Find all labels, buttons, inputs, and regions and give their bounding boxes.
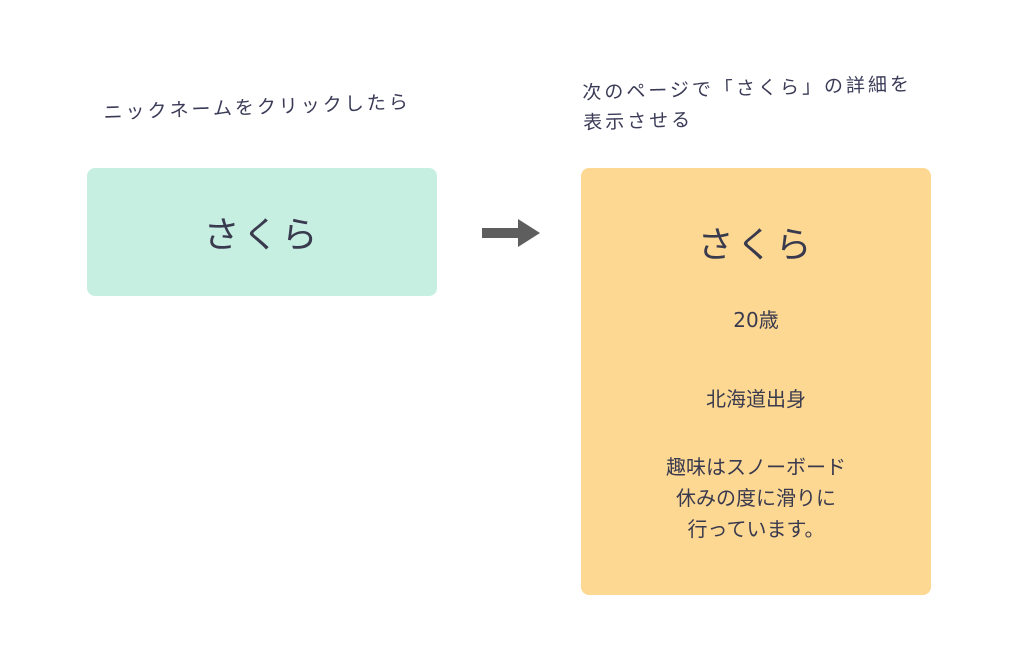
arrow-shaft [482, 228, 520, 238]
nickname-label: さくら [203, 215, 321, 256]
caption-show-details: 次のページで「さくら」の詳細を 表示させる [582, 68, 963, 139]
arrow-head [518, 219, 540, 247]
right-arrow-icon [482, 219, 540, 247]
nickname-card[interactable]: さくら [87, 168, 437, 296]
detail-age: 20歳 [733, 308, 779, 332]
detail-name: さくら [697, 225, 815, 266]
caption-show-details-line-2: 表示させる [582, 109, 694, 135]
detail-hobby: 趣味はスノーボード 休みの度に滑りに 行っています。 [581, 452, 931, 545]
caption-click-nickname: ニックネームをクリックしたら [103, 91, 412, 124]
detail-hobby-line: 行っています。 [687, 517, 825, 541]
detail-card: さくら 20歳 北海道出身 趣味はスノーボード 休みの度に滑りに 行っています。 [581, 168, 931, 595]
detail-hometown: 北海道出身 [706, 387, 806, 411]
detail-hobby-line: 休みの度に滑りに [676, 486, 836, 510]
detail-hobby-line: 趣味はスノーボード [666, 455, 846, 479]
caption-show-details-line-1: 次のページで「さくら」の詳細を [582, 73, 913, 104]
